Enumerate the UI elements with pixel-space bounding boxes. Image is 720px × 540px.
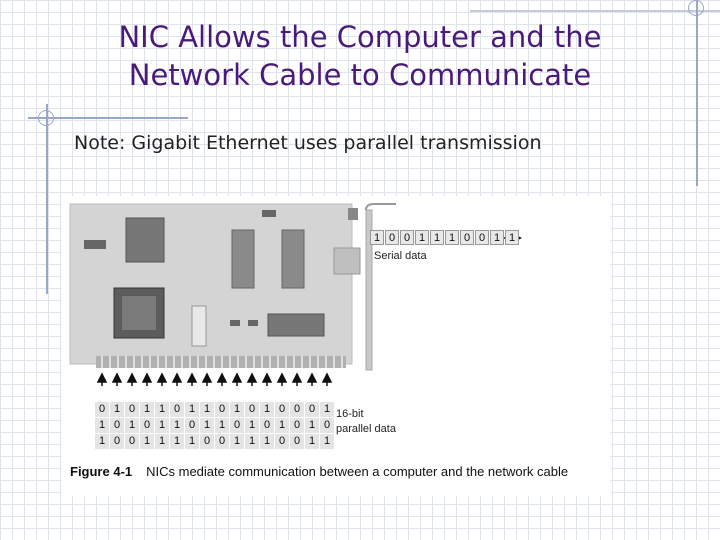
slide-title: NIC Allows the Computer and the Network … — [60, 18, 660, 94]
parallel-bit: 0 — [110, 434, 124, 449]
parallel-bit: 0 — [170, 402, 184, 417]
parallel-bit: 1 — [260, 434, 274, 449]
parallel-bit: 1 — [140, 434, 154, 449]
title-line-2: Network Cable to Communicate — [128, 58, 592, 92]
parallel-bit: 0 — [215, 402, 229, 417]
parallel-bit: 0 — [200, 434, 214, 449]
template-corner-circle-top — [688, 0, 704, 16]
parallel-bit: 1 — [185, 402, 199, 417]
parallel-bit: 0 — [185, 418, 199, 433]
parallel-bit: 1 — [155, 434, 169, 449]
title-line-1: NIC Allows the Computer and the — [118, 20, 602, 54]
slide-note: Note: Gigabit Ethernet uses parallel tra… — [74, 132, 542, 154]
parallel-bit: 0 — [140, 418, 154, 433]
parallel-bit: 1 — [155, 402, 169, 417]
parallel-bit: 0 — [260, 418, 274, 433]
parallel-bit: 0 — [110, 418, 124, 433]
parallel-bit: 1 — [245, 418, 259, 433]
parallel-bit: 1 — [155, 418, 169, 433]
serial-bit: 0 — [475, 230, 489, 245]
parallel-bit: 1 — [260, 402, 274, 417]
parallel-bit: 1 — [125, 418, 139, 433]
serial-bit: 1 — [445, 230, 459, 245]
parallel-bit: 0 — [95, 402, 109, 417]
parallel-bit: 1 — [95, 434, 109, 449]
parallel-bit: 1 — [110, 402, 124, 417]
parallel-bit: 0 — [290, 434, 304, 449]
parallel-bit: 1 — [230, 402, 244, 417]
serial-bit: 1 — [505, 230, 519, 245]
template-right-line — [696, 0, 698, 186]
parallel-bit: 1 — [275, 418, 289, 433]
parallel-bit: 1 — [320, 434, 334, 449]
parallel-bit: 0 — [230, 418, 244, 433]
parallel-bit: 1 — [140, 402, 154, 417]
figure-caption: Figure 4-1 NICs mediate communication bet… — [70, 464, 568, 479]
parallel-bit: 0 — [275, 434, 289, 449]
parallel-bit: 1 — [170, 418, 184, 433]
parallel-bit: 1 — [95, 418, 109, 433]
parallel-bit: 1 — [200, 418, 214, 433]
serial-bit: 1 — [370, 230, 384, 245]
parallel-bit: 1 — [320, 402, 334, 417]
parallel-bit: 0 — [290, 402, 304, 417]
parallel-bit: 0 — [125, 434, 139, 449]
parallel-bit: 0 — [245, 402, 259, 417]
parallel-bit: 0 — [125, 402, 139, 417]
parallel-bit: 0 — [215, 434, 229, 449]
parallel-bit: 0 — [305, 402, 319, 417]
template-corner-circle-left — [38, 110, 54, 126]
figure-number: Figure 4-1 — [70, 464, 133, 479]
parallel-bit: 0 — [290, 418, 304, 433]
template-top-line — [470, 10, 720, 12]
parallel-bit: 1 — [215, 418, 229, 433]
template-left-hline — [28, 117, 188, 119]
serial-bit: 1 — [430, 230, 444, 245]
parallel-bit: 1 — [170, 434, 184, 449]
serial-bit: 0 — [385, 230, 399, 245]
parallel-bit: 0 — [275, 402, 289, 417]
parallel-bit: 1 — [200, 402, 214, 417]
serial-bit: 0 — [400, 230, 414, 245]
parallel-bit: 1 — [185, 434, 199, 449]
serial-bit: 1 — [415, 230, 429, 245]
parallel-bit: 0 — [320, 418, 334, 433]
template-left-vline — [46, 104, 48, 294]
parallel-label-line2: parallel data — [336, 423, 396, 435]
serial-bit: 1 — [490, 230, 504, 245]
parallel-bit: 1 — [305, 434, 319, 449]
parallel-label-line1: 16-bit — [336, 408, 364, 420]
nic-card-illustration — [69, 203, 522, 386]
parallel-bit: 1 — [245, 434, 259, 449]
figure-caption-text: NICs mediate communication between a com… — [146, 464, 569, 479]
serial-data-label: Serial data — [374, 250, 427, 262]
serial-bit: 0 — [460, 230, 474, 245]
parallel-bit: 1 — [305, 418, 319, 433]
parallel-bit: 1 — [230, 434, 244, 449]
